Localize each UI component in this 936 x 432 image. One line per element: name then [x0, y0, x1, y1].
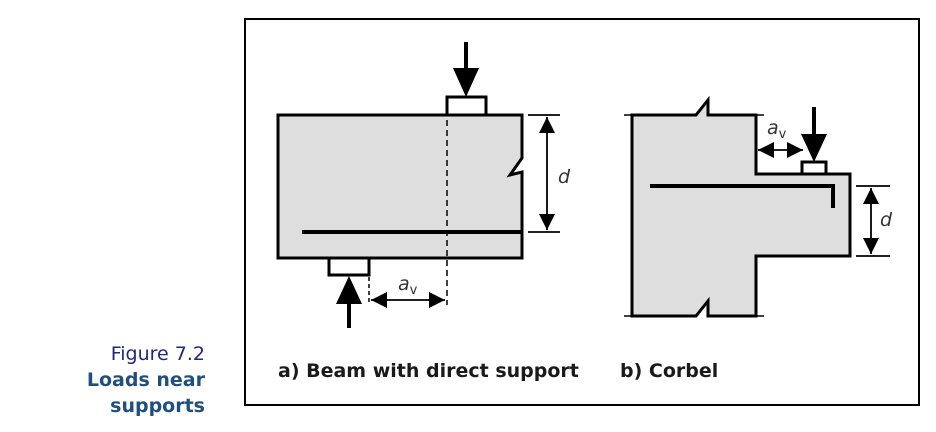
beam-av-label: av — [398, 273, 418, 298]
corbel-load-arrow-icon — [801, 107, 827, 162]
figure-title: Loads near supports — [86, 369, 205, 417]
beam-load-plate — [445, 95, 488, 117]
corbel-panel-label: b) Corbel — [620, 360, 719, 382]
corbel-d-dimension — [856, 185, 890, 257]
corbel-d-label: d — [880, 209, 893, 231]
beam-d-label: d — [558, 166, 571, 188]
corbel-load-plate — [800, 160, 828, 176]
beam-load-arrow-icon — [453, 42, 479, 97]
corbel-body — [630, 95, 852, 318]
figure-number: Figure 7.2 — [110, 343, 205, 365]
figure-caption: Figure 7.2 Loads near supports — [0, 341, 205, 419]
beam-d-dimension — [528, 114, 560, 233]
corbel-panel: av d — [624, 95, 893, 318]
beam-panel-label: a) Beam with direct support — [278, 360, 579, 382]
figure-frame — [244, 18, 920, 406]
beam-body — [276, 113, 524, 260]
beam-support-plate — [327, 256, 371, 277]
corbel-reinforcement-bar — [650, 184, 835, 208]
beam-reaction-arrow-icon — [336, 276, 362, 328]
corbel-av-label: av — [767, 117, 787, 142]
beam-panel: d av — [276, 42, 571, 328]
